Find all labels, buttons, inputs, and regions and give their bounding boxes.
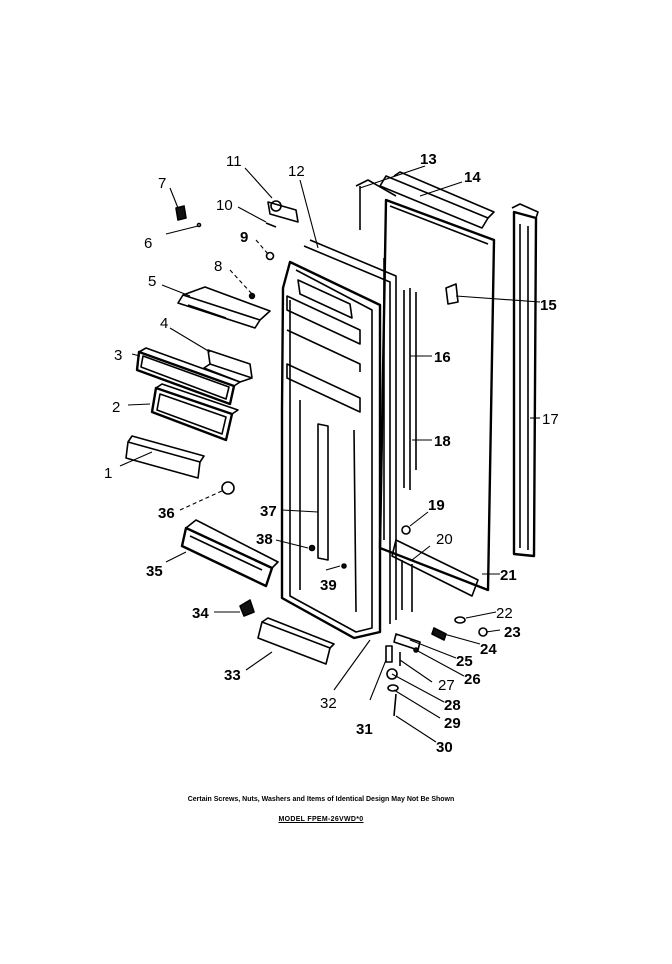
callout-5: 5 [148, 273, 156, 290]
part-39-screw [341, 563, 347, 569]
part-8-screw [248, 292, 256, 300]
part-2-door-bin [150, 383, 239, 442]
part-32-door-liner [280, 260, 382, 640]
callout-15: 15 [540, 297, 557, 314]
callout-16: 16 [434, 349, 451, 366]
callout-38: 38 [256, 531, 273, 548]
part-13-trim [355, 179, 397, 230]
part-29-washer [387, 684, 399, 692]
part-12-gasket [303, 239, 397, 624]
callout-28: 28 [444, 697, 461, 714]
part-36-clip [221, 481, 235, 495]
callout-24: 24 [480, 641, 497, 658]
callout-32: 32 [320, 695, 337, 712]
callout-17: 17 [542, 411, 559, 428]
leader-lines [119, 165, 541, 743]
callout-11: 11 [226, 153, 242, 170]
part-11-hinge [267, 200, 299, 223]
callout-33: 33 [224, 667, 241, 684]
footnote-text: Certain Screws, Nuts, Washers and Items … [187, 796, 455, 803]
callout-12: 12 [288, 163, 305, 180]
callout-34: 34 [192, 605, 209, 622]
door-outer-panel [378, 198, 496, 592]
callout-10: 10 [216, 197, 233, 214]
part-6-pin [165, 222, 202, 235]
part-28-pivot [386, 668, 398, 680]
part-23-nut [478, 627, 488, 637]
part-1-trim-strip [125, 435, 205, 479]
callout-7: 7 [158, 175, 166, 192]
part-14-top-cap [379, 171, 495, 229]
callout-31: 31 [356, 721, 373, 738]
callout-36: 36 [158, 505, 175, 522]
callout-21: 21 [500, 567, 517, 584]
callout-30: 30 [436, 739, 453, 756]
part-16-strip [403, 288, 417, 490]
callout-14: 14 [464, 169, 481, 186]
part-10-screw [265, 222, 277, 228]
part-35-door-bin [180, 519, 279, 588]
callout-23: 23 [504, 624, 521, 641]
callout-6: 6 [144, 235, 152, 252]
part-5-cover [177, 286, 271, 329]
part-33-trim-strip [257, 617, 335, 665]
part-24-bushing [431, 627, 447, 641]
callout-39: 39 [320, 577, 337, 594]
callout-37: 37 [260, 503, 277, 520]
callout-22: 22 [496, 605, 513, 622]
part-17-handle [511, 203, 539, 558]
callout-9: 9 [240, 229, 248, 246]
part-31-bracket [385, 645, 393, 663]
part-34-clip [239, 599, 255, 617]
callout-13: 13 [420, 151, 437, 168]
callout-8: 8 [214, 258, 222, 275]
callout-20: 20 [436, 531, 453, 548]
callout-35: 35 [146, 563, 163, 580]
callout-25: 25 [456, 653, 473, 670]
part-4-bracket [203, 349, 253, 383]
callout-29: 29 [444, 715, 461, 732]
part-19-screw [401, 525, 411, 535]
model-label: MODEL FPEM-26VWD*0 [278, 816, 364, 823]
callout-19: 19 [428, 497, 445, 514]
part-30-screw [393, 693, 397, 717]
part-20-bracket [391, 539, 479, 612]
callout-1: 1 [104, 465, 112, 482]
callout-27: 27 [438, 677, 455, 694]
callout-26: 26 [464, 671, 481, 688]
callout-3: 3 [114, 347, 122, 364]
part-38-screw [308, 544, 316, 552]
callout-2: 2 [112, 399, 120, 416]
part-22-washer [454, 616, 466, 624]
callout-labels: 1 2 3 4 5 6 7 8 9 10 11 12 13 14 15 16 1… [104, 151, 559, 756]
part-7-clip [175, 205, 187, 221]
part-9-nut [265, 251, 275, 261]
part-3-door-bin [135, 347, 241, 406]
part-15-clip [445, 283, 459, 305]
callout-18: 18 [434, 433, 451, 450]
callout-4: 4 [160, 315, 168, 332]
part-37-rail [317, 423, 329, 561]
